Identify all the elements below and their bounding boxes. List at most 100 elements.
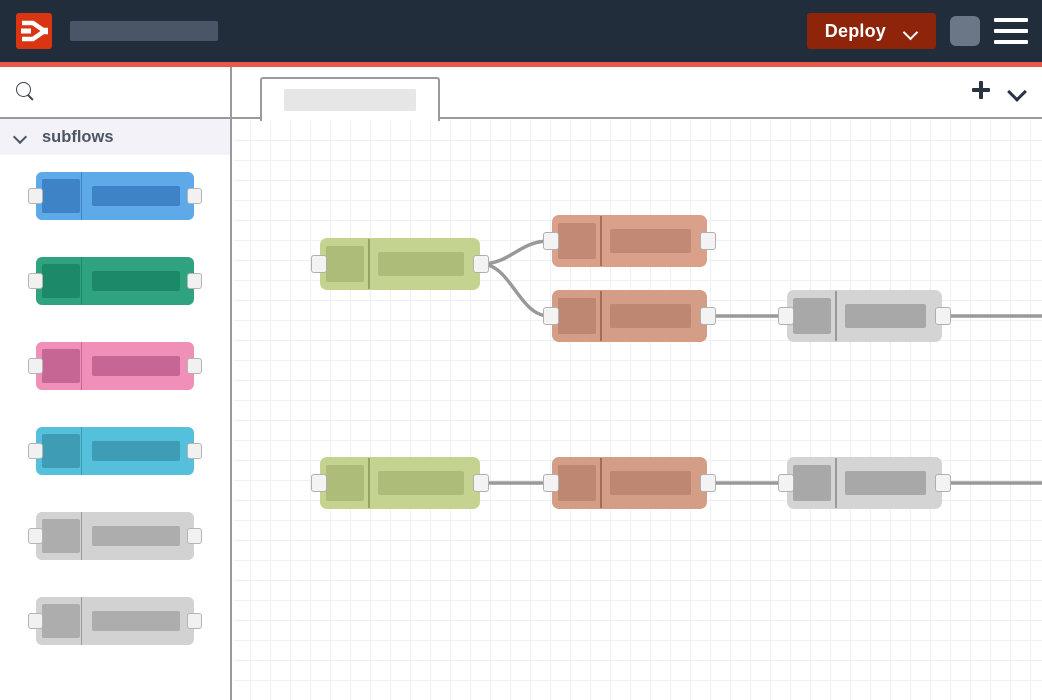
wire-green-to-salmon-mid[interactable] bbox=[480, 262, 550, 318]
node-icon bbox=[558, 223, 596, 259]
node-divider bbox=[368, 458, 370, 508]
palette-node-2[interactable] bbox=[28, 257, 202, 305]
node-icon bbox=[793, 298, 831, 334]
palette-node-label bbox=[92, 186, 180, 206]
node-divider bbox=[835, 291, 837, 341]
node-red-logo-icon[interactable] bbox=[16, 13, 52, 49]
flow-node-salmon-mid[interactable] bbox=[543, 290, 716, 342]
palette-node-icon bbox=[42, 434, 80, 468]
palette-node-input-port[interactable] bbox=[28, 358, 43, 374]
node-label bbox=[610, 229, 691, 253]
node-label bbox=[378, 471, 464, 495]
node-divider bbox=[600, 291, 602, 341]
flow-node-grey-bottom[interactable] bbox=[778, 457, 951, 509]
palette-node-icon bbox=[42, 519, 80, 553]
flow-node-green-top[interactable] bbox=[311, 238, 489, 290]
node-divider bbox=[835, 458, 837, 508]
plus-icon[interactable] bbox=[972, 81, 990, 99]
palette-node-input-port[interactable] bbox=[28, 613, 43, 629]
node-input-port[interactable] bbox=[543, 474, 559, 492]
palette-node-icon bbox=[42, 264, 80, 298]
palette-node-input-port[interactable] bbox=[28, 273, 43, 289]
node-divider bbox=[600, 216, 602, 266]
node-output-port[interactable] bbox=[935, 474, 951, 492]
search-input[interactable] bbox=[0, 67, 230, 119]
wire-green-to-salmon-top[interactable] bbox=[480, 239, 550, 266]
deploy-button-label: Deploy bbox=[824, 20, 886, 41]
node-input-port[interactable] bbox=[543, 307, 559, 325]
tab-bar-actions bbox=[972, 81, 1026, 99]
node-input-port[interactable] bbox=[311, 255, 327, 273]
node-output-port[interactable] bbox=[473, 255, 489, 273]
palette-node-list bbox=[0, 155, 230, 645]
palette-node-divider bbox=[81, 342, 82, 390]
palette-node-output-port[interactable] bbox=[187, 188, 202, 204]
palette-node-output-port[interactable] bbox=[187, 613, 202, 629]
palette-node-divider bbox=[81, 597, 82, 645]
node-input-port[interactable] bbox=[543, 232, 559, 250]
node-output-port[interactable] bbox=[700, 307, 716, 325]
node-icon bbox=[558, 465, 596, 501]
search-icon bbox=[16, 82, 36, 102]
deploy-button[interactable]: Deploy bbox=[806, 13, 936, 49]
palette-node-label bbox=[92, 526, 180, 546]
palette-node-3[interactable] bbox=[28, 342, 202, 390]
user-avatar-chip[interactable] bbox=[950, 16, 980, 46]
palette-node-5[interactable] bbox=[28, 512, 202, 560]
palette-node-divider bbox=[81, 427, 82, 475]
flow-node-salmon-top[interactable] bbox=[543, 215, 716, 267]
flow-node-grey-mid[interactable] bbox=[778, 290, 951, 342]
chevron-down-icon[interactable] bbox=[904, 27, 918, 36]
palette-node-divider bbox=[81, 172, 82, 220]
node-output-port[interactable] bbox=[700, 232, 716, 250]
app-header: Deploy bbox=[0, 0, 1042, 62]
tab-label bbox=[284, 89, 416, 111]
palette-node-1[interactable] bbox=[28, 172, 202, 220]
palette-node-label bbox=[92, 441, 180, 461]
flow-title-field[interactable] bbox=[70, 21, 218, 41]
menu-bar-2 bbox=[994, 29, 1028, 33]
palette-node-output-port[interactable] bbox=[187, 358, 202, 374]
palette-node-icon bbox=[42, 179, 80, 213]
node-label bbox=[610, 304, 691, 328]
header-actions: Deploy bbox=[806, 13, 1028, 49]
node-output-port[interactable] bbox=[935, 307, 951, 325]
palette-node-input-port[interactable] bbox=[28, 188, 43, 204]
wire-layer bbox=[480, 239, 1042, 485]
menu-bar-1 bbox=[994, 18, 1028, 22]
node-input-port[interactable] bbox=[778, 474, 794, 492]
palette-node-icon bbox=[42, 604, 80, 638]
palette-node-output-port[interactable] bbox=[187, 443, 202, 459]
chevron-down-icon[interactable] bbox=[1008, 85, 1026, 96]
node-input-port[interactable] bbox=[778, 307, 794, 325]
palette-node-output-port[interactable] bbox=[187, 528, 202, 544]
palette-node-label bbox=[92, 271, 180, 291]
node-icon bbox=[558, 298, 596, 334]
node-output-port[interactable] bbox=[700, 474, 716, 492]
flow-tab-bar bbox=[232, 67, 1042, 121]
flow-node-green-bottom[interactable] bbox=[311, 457, 489, 509]
node-label bbox=[610, 471, 691, 495]
tab-flow-1[interactable] bbox=[260, 77, 440, 121]
chevron-down-icon bbox=[14, 133, 28, 141]
hamburger-menu-icon[interactable] bbox=[994, 18, 1028, 44]
palette-node-output-port[interactable] bbox=[187, 273, 202, 289]
flow-node-salmon-bottom[interactable] bbox=[543, 457, 716, 509]
node-input-port[interactable] bbox=[311, 474, 327, 492]
palette-node-divider bbox=[81, 512, 82, 560]
node-label bbox=[845, 471, 926, 495]
sidebar-item-subflows[interactable]: subflows bbox=[0, 119, 230, 155]
node-icon bbox=[793, 465, 831, 501]
palette-node-4[interactable] bbox=[28, 427, 202, 475]
palette-category-label: subflows bbox=[42, 127, 114, 146]
node-divider bbox=[600, 458, 602, 508]
palette-node-input-port[interactable] bbox=[28, 443, 43, 459]
node-icon bbox=[326, 246, 364, 282]
palette-node-input-port[interactable] bbox=[28, 528, 43, 544]
node-icon bbox=[326, 465, 364, 501]
node-output-port[interactable] bbox=[473, 474, 489, 492]
header-accent-stripe bbox=[0, 62, 1042, 67]
flow-canvas[interactable] bbox=[234, 121, 1042, 700]
node-label bbox=[378, 252, 464, 276]
palette-node-6[interactable] bbox=[28, 597, 202, 645]
